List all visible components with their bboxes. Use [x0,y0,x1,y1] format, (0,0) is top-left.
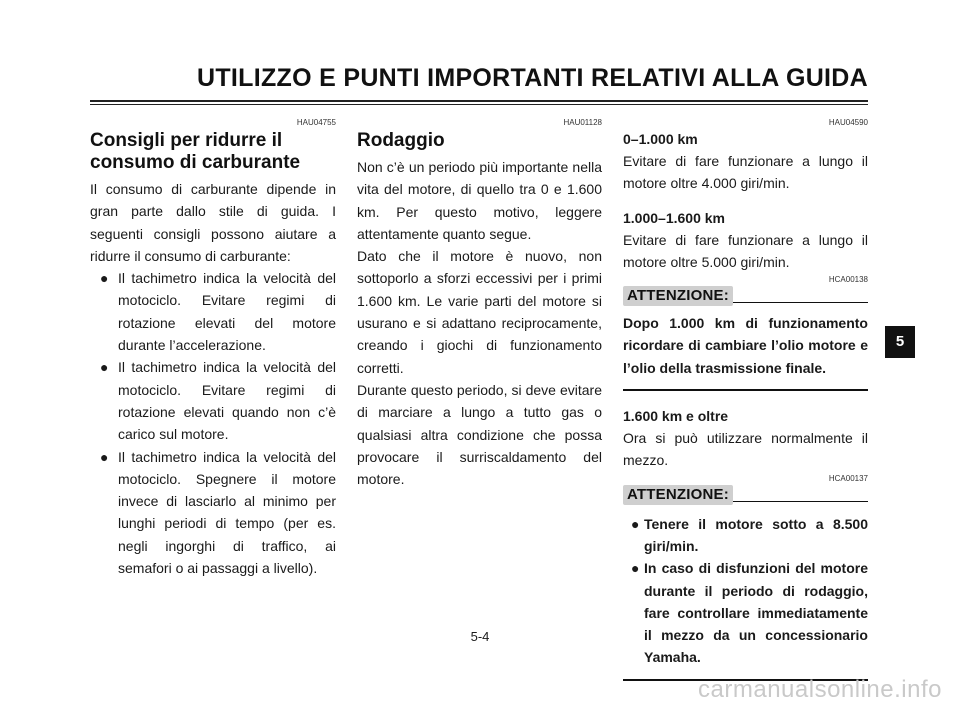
caution-badge: ATTENZIONE: [623,484,733,505]
page-header-title: UTILIZZO E PUNTI IMPORTANTI RELATIVI ALL… [197,64,868,92]
section-heading: Rodaggio [357,130,445,151]
subsection-title: 1.600 km e oltre [623,408,729,425]
bullet-icon: ● [100,359,109,376]
caution-text: Dopo 1.000 km di funzionamento ricordare… [623,315,868,376]
column-fuel-consumption: HAU04755 Consigli per ridurre il consumo… [90,118,336,579]
bullet-icon: ● [631,560,640,577]
column-break-in: HAU01128 Rodaggio Non c’è un periodo più… [357,118,602,490]
watermark: carmanualsonline.info [698,676,942,703]
paragraph: Dato che il motore è nuovo, non sottopor… [357,248,602,376]
list-item: ●Il tachimetro indica la velocità del mo… [90,267,336,356]
caution-rule [733,500,868,502]
subsection-title: 1.000–1.600 km [623,209,725,226]
bullet-icon: ● [100,270,109,287]
section-code: HAU04590 [828,118,868,127]
section-code: HAU04755 [296,118,336,127]
column-break-in-stages: HAU04590 0–1.000 km Evitare di fare funz… [623,118,868,681]
section-code: HAU01128 [563,118,602,127]
caution-header: ATTENZIONE: [623,286,868,308]
list-item: ●Il tachimetro indica la velocità del mo… [90,356,336,445]
tips-list: ●Il tachimetro indica la velocità del mo… [90,267,336,579]
intro-paragraph: Il consumo di carburante dipende in gran… [90,181,336,264]
subsection-title: 0–1.000 km [623,131,698,147]
list-item: ●Il tachimetro indica la velocità del mo… [90,446,336,580]
caution-badge: ATTENZIONE: [623,286,733,307]
caution-list: ●Tenere il motore sotto a 8.500 giri/min… [623,513,868,669]
caution-rule [733,302,868,304]
caution-code: HCA00138 [828,275,868,285]
paragraph: Durante questo periodo, si deve evitare … [357,381,602,488]
bullet-icon: ● [631,515,640,532]
caution-header: ATTENZIONE: [623,484,868,507]
chapter-tab: 5 [885,326,915,358]
paragraph: Ora si può utilizzare normalmente il mez… [623,430,868,469]
page-number: 5-4 [470,629,490,644]
section-heading: Consigli per ridurre il consumo di carbu… [90,130,301,173]
paragraph: Non c’è un periodo più importante nella … [357,159,602,242]
paragraph: Evitare di fare funzionare a lungo il mo… [623,231,868,270]
list-item: ●Tenere il motore sotto a 8.500 giri/min… [623,513,868,558]
caution-end-rule [623,678,868,681]
caution-end-rule [623,389,868,392]
paragraph: Evitare di fare funzionare a lungo il mo… [623,153,868,192]
caution-code: HCA00137 [828,473,868,483]
header-rule [90,100,868,102]
bullet-icon: ● [100,448,109,465]
header-rule-thin [90,104,868,105]
list-item: ●In caso di disfunzioni del motore duran… [623,557,868,668]
